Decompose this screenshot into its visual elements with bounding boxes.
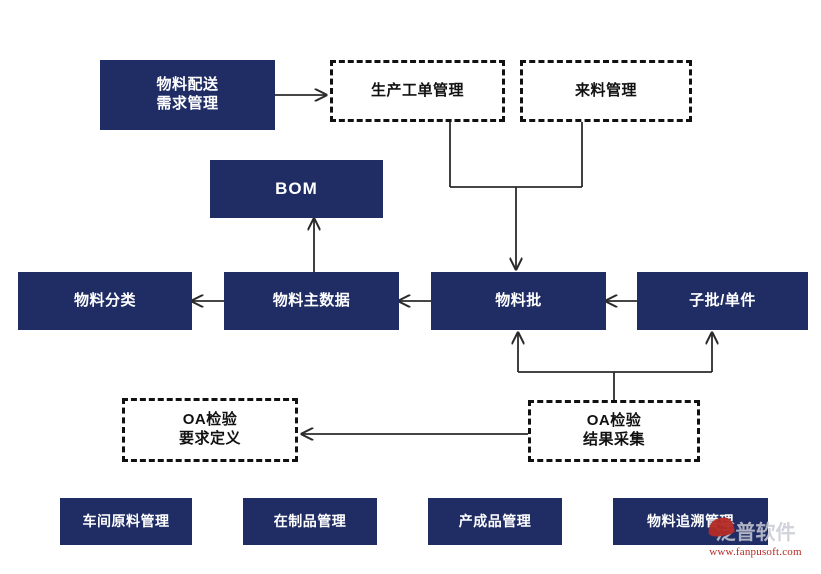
node-material-delivery-demand[interactable]: 物料配送 需求管理 [100,60,275,130]
node-oa-inspection-result[interactable]: OA检验 结果采集 [528,400,700,462]
node-sub-batch-unit[interactable]: 子批/单件 [637,272,808,330]
node-oa-inspection-requirement[interactable]: OA检验 要求定义 [122,398,298,462]
node-material-traceability[interactable]: 物料追溯管理 [613,498,768,545]
node-material-master-data[interactable]: 物料主数据 [224,272,399,330]
node-production-work-order[interactable]: 生产工单管理 [330,60,505,122]
node-finished-goods[interactable]: 产成品管理 [428,498,562,545]
node-incoming-material[interactable]: 来料管理 [520,60,692,122]
node-bom[interactable]: BOM [210,160,383,218]
node-material-batch[interactable]: 物料批 [431,272,606,330]
node-material-category[interactable]: 物料分类 [18,272,192,330]
watermark-url-text: www.fanpusoft.com [709,546,802,558]
node-workshop-raw-material[interactable]: 车间原料管理 [60,498,192,545]
node-wip-management[interactable]: 在制品管理 [243,498,377,545]
